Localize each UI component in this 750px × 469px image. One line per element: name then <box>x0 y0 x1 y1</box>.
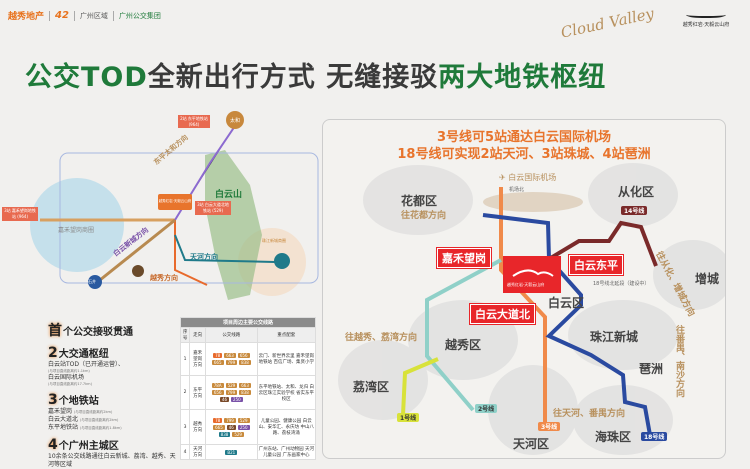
airport-north-station: 机场北 <box>509 187 525 193</box>
taihe-label: 太和 <box>230 118 241 124</box>
page-title: 公交TOD全新出行方式 无缝接驳两大地铁枢纽 <box>25 62 607 93</box>
shijing-label: 石井 <box>88 279 96 284</box>
district-zengcheng: 增城 <box>695 272 720 286</box>
yuexiu-logo: 越秀地产 <box>8 12 45 22</box>
direction-panyu-nansha: 往番禺、南沙方向 <box>674 325 684 397</box>
station-baiyundongping: 白云东平 <box>568 254 624 276</box>
district-haizhu: 海珠区 <box>595 430 632 444</box>
district-pazhou: 琶洲 <box>639 362 664 376</box>
direction-huadu: 往花都方向 <box>401 211 447 221</box>
metro-map: 3号线可5站通达白云国际机场 18号线可实现2站天河、3站珠城、4站琶洲 越秀红… <box>322 119 726 459</box>
direction-tianhe-panyu: 往天河、番禺方向 <box>553 409 626 419</box>
district-baiyun: 白云区 <box>548 296 585 310</box>
direction-yuexiu-liwan: 往越秀、荔湾方向 <box>345 333 418 343</box>
line-3-label: 3号线 <box>538 422 561 431</box>
bus-route-map: 越秀红岩·天毅云山府 白云山 太和 东平太和方向 白云新城方向 越秀方向 天河方… <box>0 95 320 305</box>
yuexiu-direction: 越秀方向 <box>150 274 178 282</box>
tianhe-direction: 天河方向 <box>190 253 218 261</box>
metro-title-1: 3号线可5站通达白云国际机场 <box>436 130 612 145</box>
line-14-label: 14号线 <box>621 206 648 215</box>
project-logo: 越秀红岩·天毅云山府 <box>676 10 736 28</box>
line-18-label: 18号线 <box>641 432 668 441</box>
jiahe-area-label: 嘉禾望岗商圈 <box>58 227 95 234</box>
station-jiahewanggang: 嘉禾望岗 <box>436 247 492 269</box>
district-liwan: 荔湾区 <box>353 380 390 394</box>
metro-project-logo: 越秀红岩·天毅云山府 <box>507 282 545 287</box>
project-marker: 越秀红岩·天毅云山府 <box>158 194 192 210</box>
district-huadu: 花都区 <box>401 194 438 208</box>
table-caption: 项目周边主要公交线路 <box>180 317 316 328</box>
callout-jiahe: 3站 嘉禾望岗地铁站 (964) <box>2 207 38 221</box>
district-zhujiang: 珠江新城 <box>590 330 639 344</box>
baiyunshan-label: 白云山 <box>215 190 243 200</box>
metro-title-2: 18号线可实现2站天河、3站珠城、4站琶洲 <box>397 147 651 162</box>
partner-logos: 越秀地产 42 广州区域 广州公交集团 <box>8 9 161 22</box>
district-conghua: 从化区 <box>618 185 655 199</box>
guangzhou-region-logo: 广州区域 <box>79 11 108 20</box>
highlight-1: 首个公交接驳贯通 <box>48 323 133 339</box>
cloud-valley-script: Cloud Valley <box>559 4 656 42</box>
zhujiang-area-label: 珠江新城商圈 <box>262 238 286 243</box>
line18-extension-note: 18号线北延段（建设中） <box>593 281 650 287</box>
line-2-label: 2号线 <box>475 404 498 413</box>
guangzhou-bus-logo: 广州公交集团 <box>118 11 161 20</box>
anniversary-logo: 42 <box>55 10 69 21</box>
station-baiyundadaobei: 白云大道北 <box>469 303 536 325</box>
airport-label: ✈ 白云国际机场 <box>499 173 557 182</box>
callout-dongping: 2站 东平地铁站 (964) <box>178 115 210 128</box>
line-1-label: 1号线 <box>397 413 420 422</box>
callout-baiyun-avenue: 3站 白云大道北地铁站 (529) <box>195 201 231 215</box>
district-yuexiu: 越秀区 <box>445 338 482 352</box>
district-tianhe: 天河区 <box>513 437 550 451</box>
